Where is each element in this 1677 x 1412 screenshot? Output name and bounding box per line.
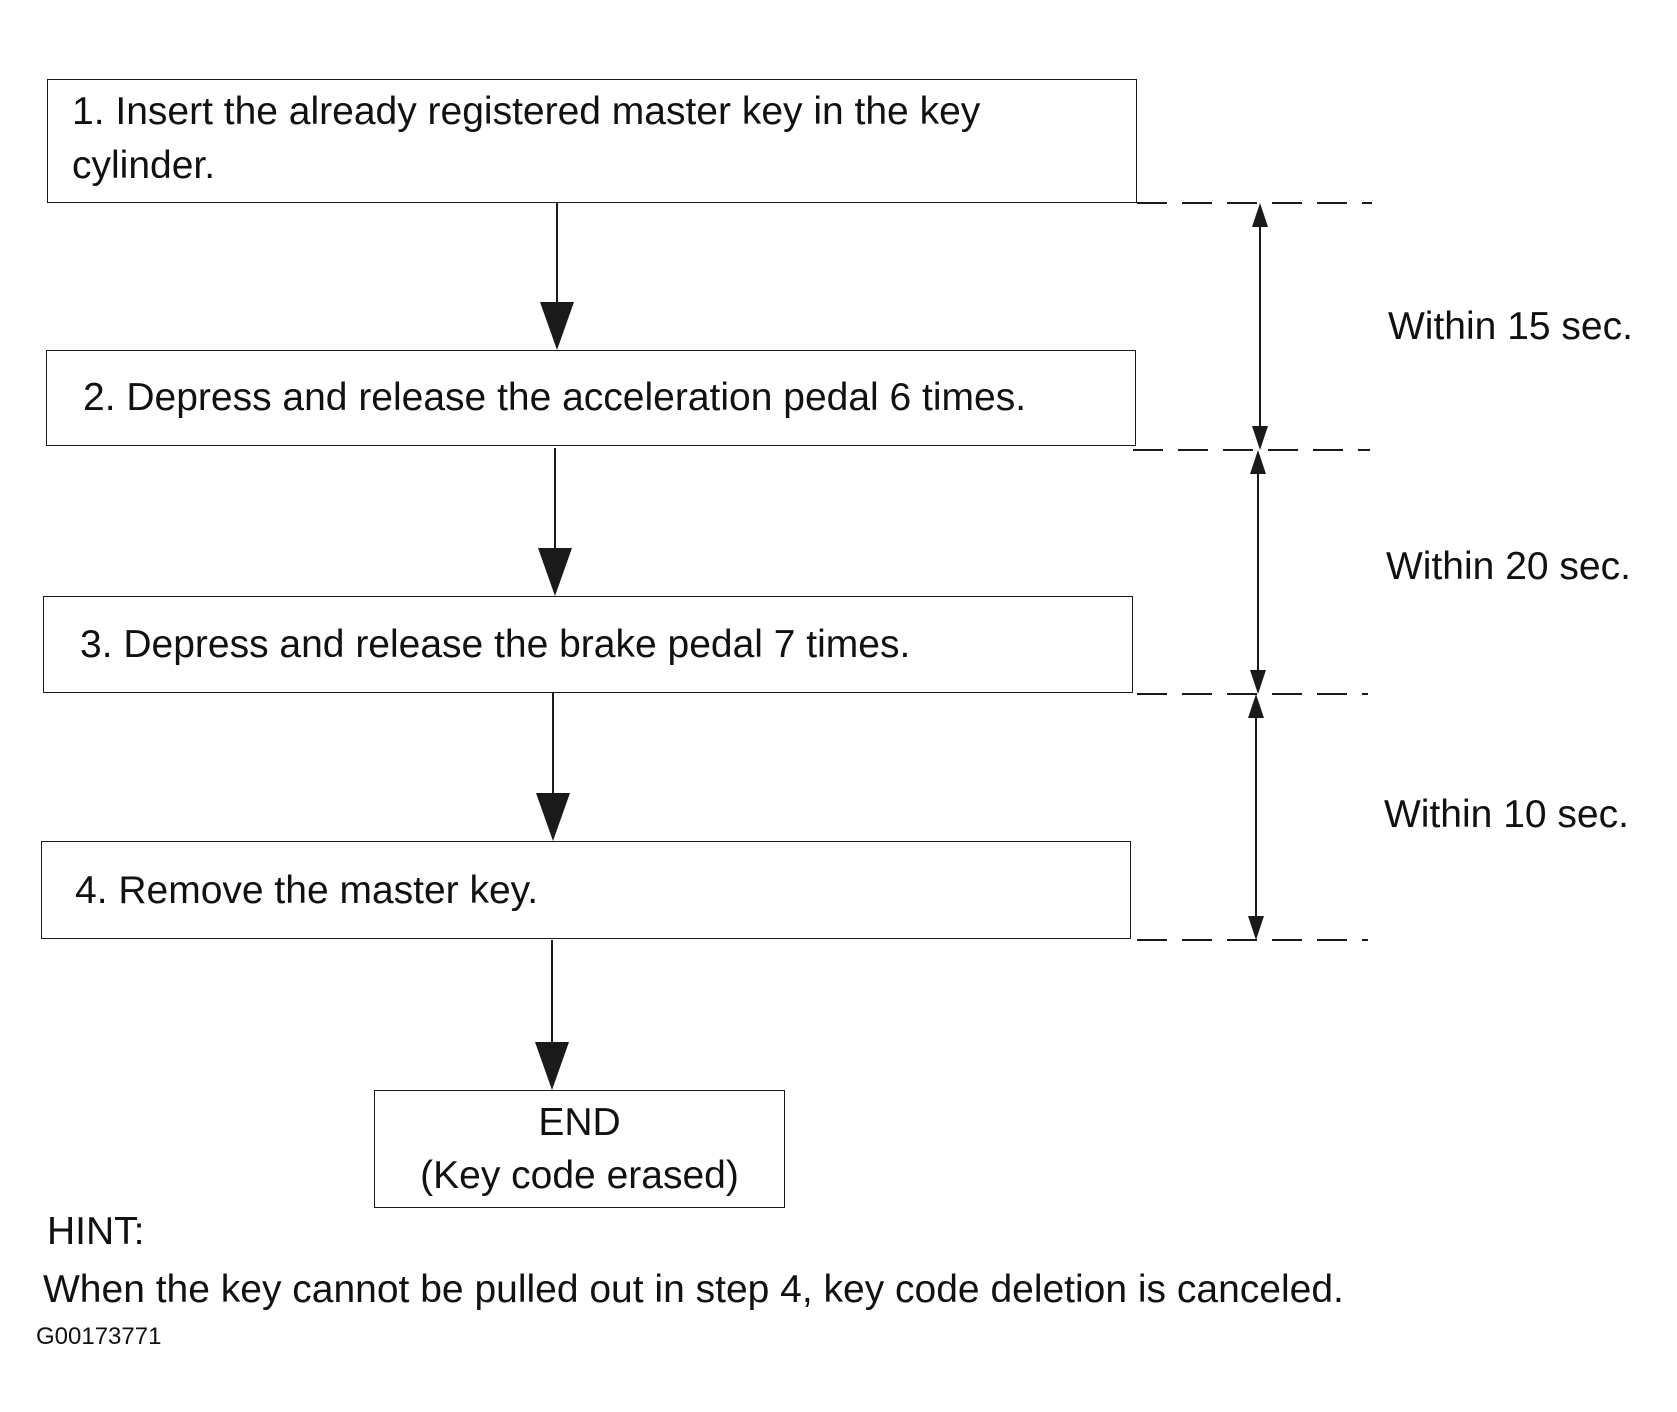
timing-arrow-down-3 <box>1248 916 1264 940</box>
hint-title: HINT: <box>47 1210 145 1253</box>
step-1-line-2: cylinder. <box>72 144 216 187</box>
timing-label-20-sec: Within 20 sec. <box>1386 545 1631 588</box>
step-2-box <box>46 350 1136 446</box>
timing-arrow-up-1 <box>1252 203 1268 227</box>
flow-arrowhead-2 <box>540 302 574 350</box>
step-4-box <box>41 841 1131 939</box>
step-3-box <box>43 596 1133 693</box>
timing-label-15-sec: Within 15 sec. <box>1388 305 1633 348</box>
flow-arrowhead-3 <box>538 548 572 596</box>
timing-arrow-up-2 <box>1250 450 1266 474</box>
step-3-text: 3. Depress and release the brake pedal 7… <box>80 623 911 666</box>
step-1-line-1: 1. Insert the already registered master … <box>72 90 981 133</box>
flow-arrowhead-end <box>535 1042 569 1090</box>
step-2-text: 2. Depress and release the acceleration … <box>83 376 1027 419</box>
timing-arrow-down-1 <box>1252 426 1268 450</box>
figure-id: G00173771 <box>36 1323 162 1350</box>
step-4-text: 4. Remove the master key. <box>75 869 539 912</box>
timing-label-10-sec: Within 10 sec. <box>1384 793 1629 836</box>
step-1-box <box>47 79 1137 203</box>
end-title: END <box>538 1101 621 1144</box>
hint-text: When the key cannot be pulled out in ste… <box>43 1268 1344 1311</box>
flow-arrowhead-4 <box>536 793 570 841</box>
timing-arrow-down-2 <box>1250 670 1266 694</box>
end-box: END (Key code erased) <box>374 1090 785 1208</box>
timing-arrow-up-3 <box>1248 694 1264 718</box>
end-subtitle: (Key code erased) <box>420 1154 739 1197</box>
